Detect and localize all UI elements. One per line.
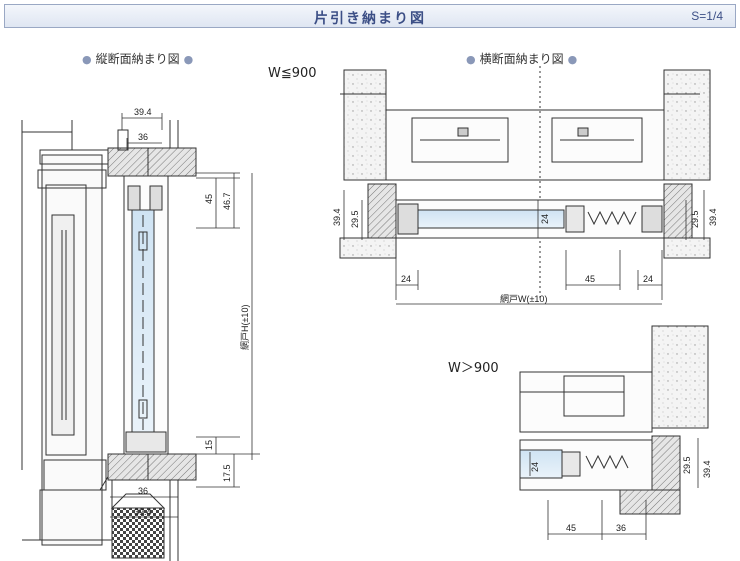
- dim-15: 15: [204, 440, 214, 450]
- left-jamb: [367, 183, 397, 241]
- door-stile-right: [565, 205, 585, 233]
- sill-sub-frame: [39, 468, 113, 541]
- vertical-dimensions: [110, 113, 260, 518]
- dim-46-7: 46.7: [222, 192, 232, 210]
- bullet-icon: ●: [82, 53, 92, 66]
- sash-right: [551, 117, 643, 163]
- right-jamb: [663, 183, 693, 241]
- page-title: 片引き納まり図: [314, 11, 426, 27]
- dim-24-inner: 24: [540, 214, 550, 224]
- dim-29-5-wide: 29.5: [682, 456, 692, 474]
- top-roller: [149, 185, 163, 211]
- spring-coil: [585, 454, 629, 470]
- door-stile: [561, 451, 581, 477]
- dim-36-top: 36: [138, 132, 148, 142]
- pull-handle-bottom: [138, 399, 148, 419]
- screen-mesh: [417, 209, 565, 229]
- dim-36-bottom: 36: [138, 486, 148, 496]
- latch-block: [457, 127, 469, 137]
- dim-39-4-bottom: 39.4: [134, 507, 152, 517]
- dim-39-4-right: 39.4: [708, 208, 718, 226]
- sill-frame-block: [147, 453, 197, 481]
- horizontal-section-narrow: [339, 66, 711, 300]
- horizontal-section-title: ●横断面納まり図●: [462, 50, 581, 67]
- scale-label: S=1/4: [691, 9, 723, 23]
- glass-panel: [51, 214, 75, 436]
- sash-left: [411, 117, 509, 163]
- case-narrow-label: W≦900: [268, 66, 317, 81]
- horizontal-dimensions-wide: [529, 438, 699, 540]
- head-frame-block: [147, 147, 197, 177]
- head-profile: [37, 169, 107, 189]
- vertical-section-label: 縦断面納まり図: [95, 52, 180, 66]
- dim-29-5-right: 29.5: [690, 210, 700, 228]
- wall-base: [339, 237, 397, 259]
- sill-frame-block: [107, 453, 149, 481]
- floor-grid: [111, 507, 165, 559]
- horizontal-dimensions-narrow: [343, 190, 705, 305]
- dim-45-narrow: 45: [585, 274, 595, 284]
- dim-24-wide: 24: [530, 462, 540, 472]
- dim-36-wide: 36: [616, 523, 626, 533]
- pull-handle-top: [138, 231, 148, 251]
- bottom-rail: [125, 431, 167, 453]
- dim-24-left: 24: [401, 274, 411, 284]
- sill-block: [619, 489, 681, 515]
- glazing-bead: [45, 184, 87, 456]
- head-frame-block: [107, 147, 149, 177]
- horizontal-section-wide: [519, 325, 709, 515]
- horizontal-section-label: 横断面納まり図: [479, 52, 564, 66]
- bullet-icon: ●: [567, 53, 578, 66]
- dim-45-wide: 45: [566, 523, 576, 533]
- dim-39-4-wide: 39.4: [702, 460, 712, 478]
- dim-39-4-left: 39.4: [332, 208, 342, 226]
- bullet-icon: ●: [183, 53, 194, 66]
- catch-block: [641, 205, 663, 233]
- window-frame: [519, 371, 653, 433]
- spring-coil: [587, 210, 637, 226]
- case-wide-label: W＞900: [448, 361, 499, 376]
- door-stile-left: [397, 203, 419, 235]
- vertical-section-title: ●縦断面納まり図●: [78, 50, 197, 67]
- vertical-section: [21, 120, 197, 561]
- dim-17-5: 17.5: [222, 464, 232, 482]
- window-frame: [385, 109, 665, 181]
- head-lip: [117, 129, 129, 151]
- right-wall: [663, 69, 711, 181]
- screen-mesh: [519, 449, 563, 479]
- dim-screen-width: 網戸W(±10): [500, 293, 547, 304]
- latch-block: [577, 127, 589, 137]
- floor-bevel: [110, 493, 166, 509]
- right-wall: [651, 325, 709, 429]
- dim-29-5-left: 29.5: [350, 210, 360, 228]
- wall-base: [663, 237, 711, 259]
- bullet-icon: ●: [466, 53, 476, 66]
- dim-45: 45: [204, 194, 214, 204]
- top-roller: [127, 185, 141, 211]
- dim-39-4-top: 39.4: [134, 107, 152, 117]
- dim-24-right: 24: [643, 274, 653, 284]
- title-bar: 片引き納まり図 S=1/4: [4, 4, 736, 28]
- sash-right: [563, 375, 625, 417]
- dim-screen-height: 網戸H(±10): [239, 305, 250, 350]
- left-wall: [343, 69, 387, 181]
